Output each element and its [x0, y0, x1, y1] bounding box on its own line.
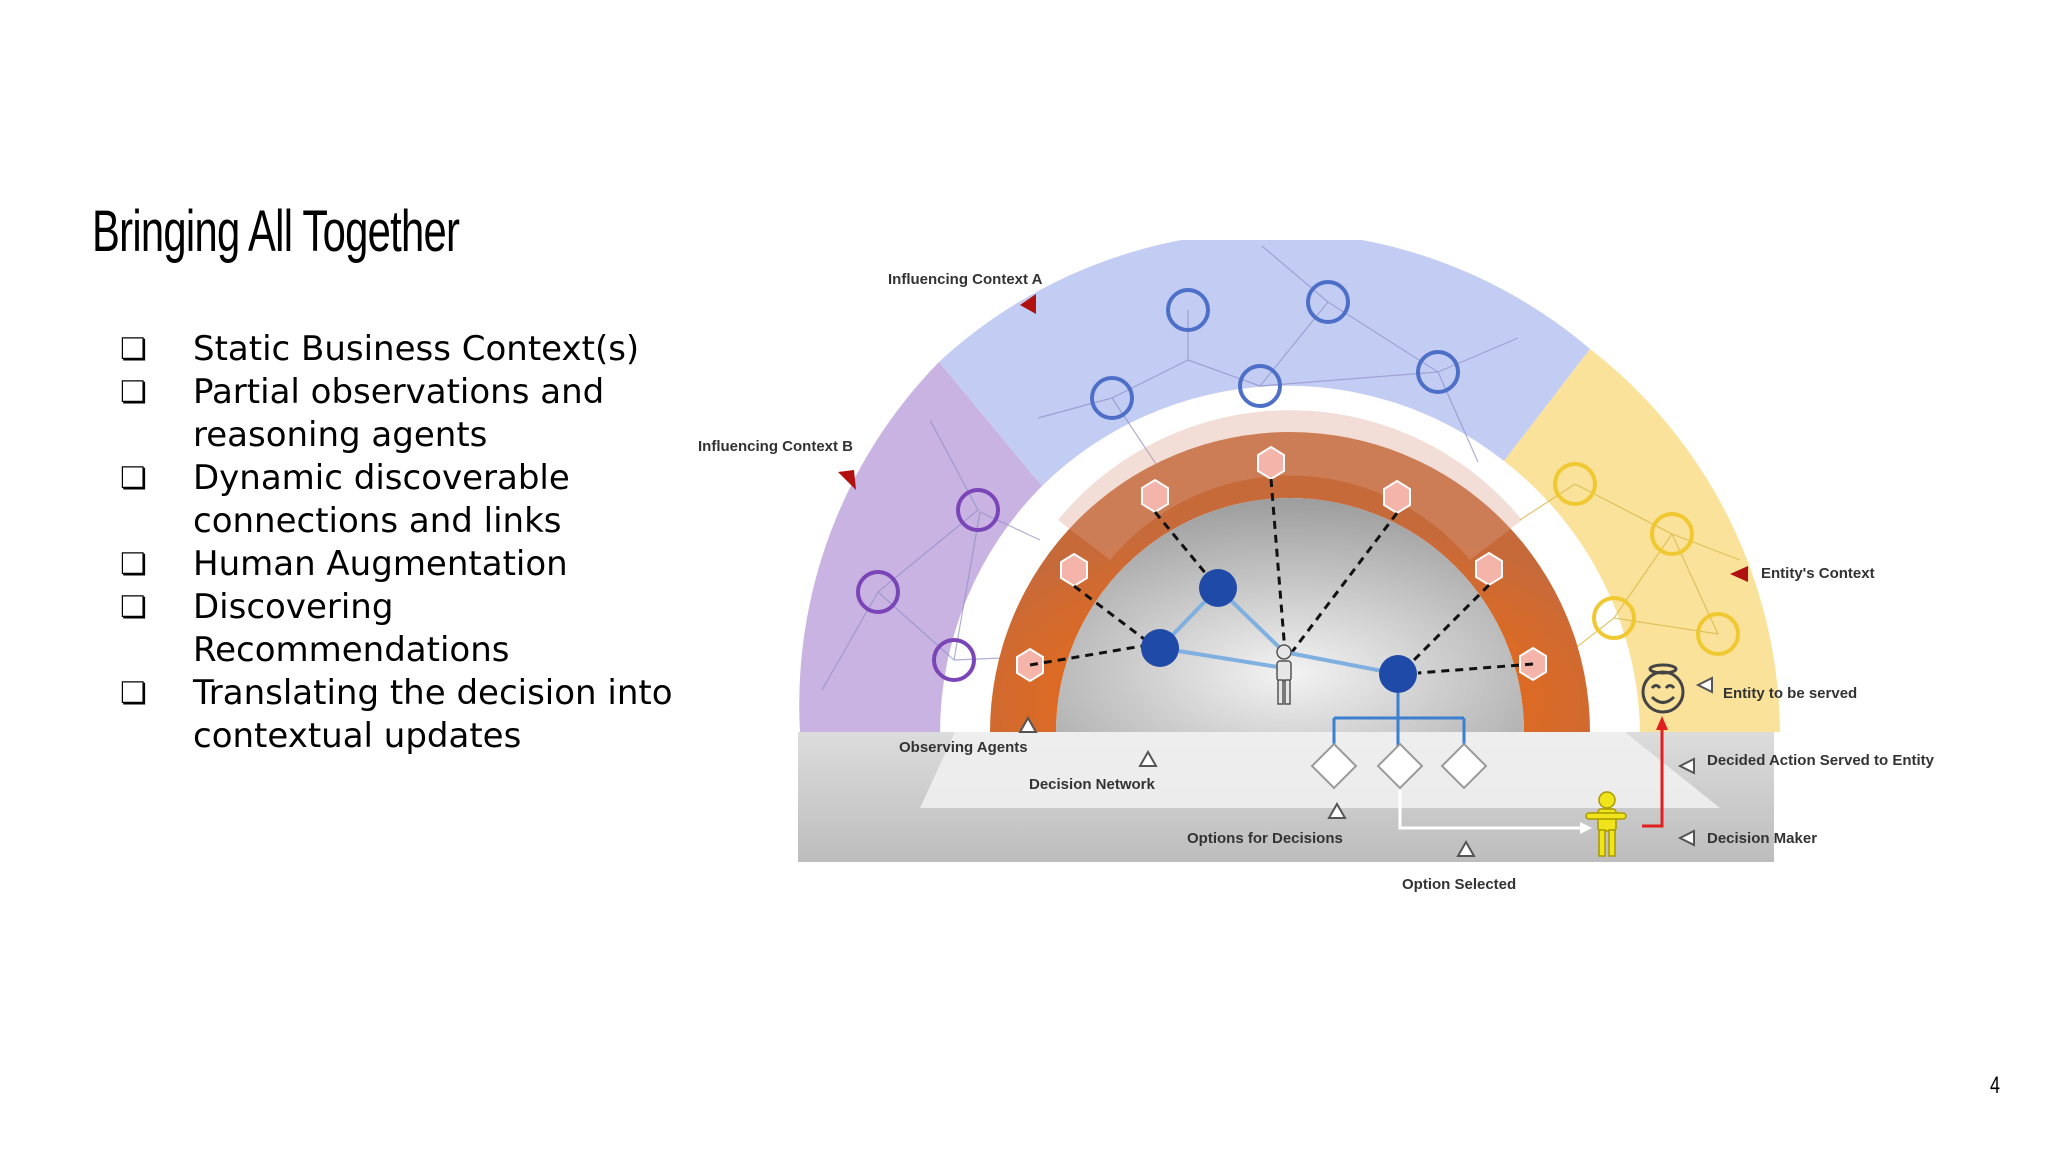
decided-action-arrow — [1642, 726, 1664, 828]
checkbox-bullet-icon: ❏ — [120, 461, 147, 496]
network-links — [1158, 585, 1399, 676]
checkbox-bullet-icon: ❏ — [120, 547, 147, 582]
context-a-sector — [939, 240, 1590, 486]
entity-smiley-icon — [1641, 663, 1685, 714]
agent-links — [1029, 478, 1534, 675]
label-entity-to-be-served: Entity to be served — [1723, 685, 1857, 702]
bullet-list: ❏ Static Business Context(s) ❏ Partial obs… — [120, 328, 680, 758]
checkbox-bullet-icon: ❏ — [120, 590, 147, 625]
label-option-selected: Option Selected — [1402, 876, 1516, 893]
label-options-for-decisions: Options for Decisions — [1187, 830, 1343, 847]
label-observing-agents: Observing Agents — [899, 739, 1028, 756]
human-figure-icon — [1276, 644, 1292, 705]
label-influencing-context-a: Influencing Context A — [888, 271, 1043, 288]
agent-nodes — [1016, 445, 1547, 683]
decision-maker-icon — [1585, 791, 1627, 857]
bullet-item: ❏ Human Augmentation — [120, 543, 680, 586]
bullet-item: ❏ Static Business Context(s) — [120, 328, 680, 371]
network-nodes — [1141, 569, 1417, 693]
entity-network-lines — [1519, 483, 1741, 661]
bullet-text: Partial observations and — [193, 372, 605, 412]
label-decision-maker: Decision Maker — [1707, 830, 1817, 847]
entity-context-nodes — [1553, 462, 1740, 656]
context-network-lines — [821, 245, 1519, 691]
options-tree — [1332, 693, 1466, 746]
checkbox-bullet-icon: ❏ — [120, 375, 147, 410]
bullet-text: Human Augmentation — [193, 544, 568, 584]
triangle-markers — [1018, 676, 1713, 857]
observing-agents-ring — [990, 432, 1590, 732]
bullet-text: Translating the decision into — [193, 673, 673, 713]
decision-context-diagram: Influencing Context A Influencing Contex… — [698, 240, 1935, 893]
bullet-text-continued: reasoning agents — [193, 415, 488, 455]
context-a-nodes — [1090, 280, 1460, 420]
label-entitys-context: Entity's Context — [1761, 565, 1875, 582]
bullet-text-continued: connections and links — [193, 501, 562, 541]
entity-context-sector — [1504, 349, 1780, 732]
context-b-sector — [799, 362, 1042, 732]
bullet-text: Dynamic discoverable — [193, 458, 570, 498]
label-influencing-context-b: Influencing Context B — [698, 438, 853, 455]
bullet-text: Discovering — [193, 587, 394, 627]
red-markers — [838, 294, 1748, 582]
label-decided-action: Decided Action Served to Entity — [1707, 752, 1935, 769]
bullet-text-continued: contextual updates — [193, 716, 522, 756]
label-decision-network: Decision Network — [1029, 776, 1156, 793]
context-b-nodes — [856, 488, 1000, 682]
slide-title: Bringing All Together — [92, 199, 460, 264]
page-number: 4 — [1990, 1072, 2001, 1099]
bullet-text: Static Business Context(s) — [193, 329, 640, 369]
checkbox-bullet-icon: ❏ — [120, 676, 147, 711]
option-diamonds — [1310, 742, 1488, 790]
bullet-text-continued: Recommendations — [193, 630, 510, 670]
checkbox-bullet-icon: ❏ — [120, 332, 147, 367]
